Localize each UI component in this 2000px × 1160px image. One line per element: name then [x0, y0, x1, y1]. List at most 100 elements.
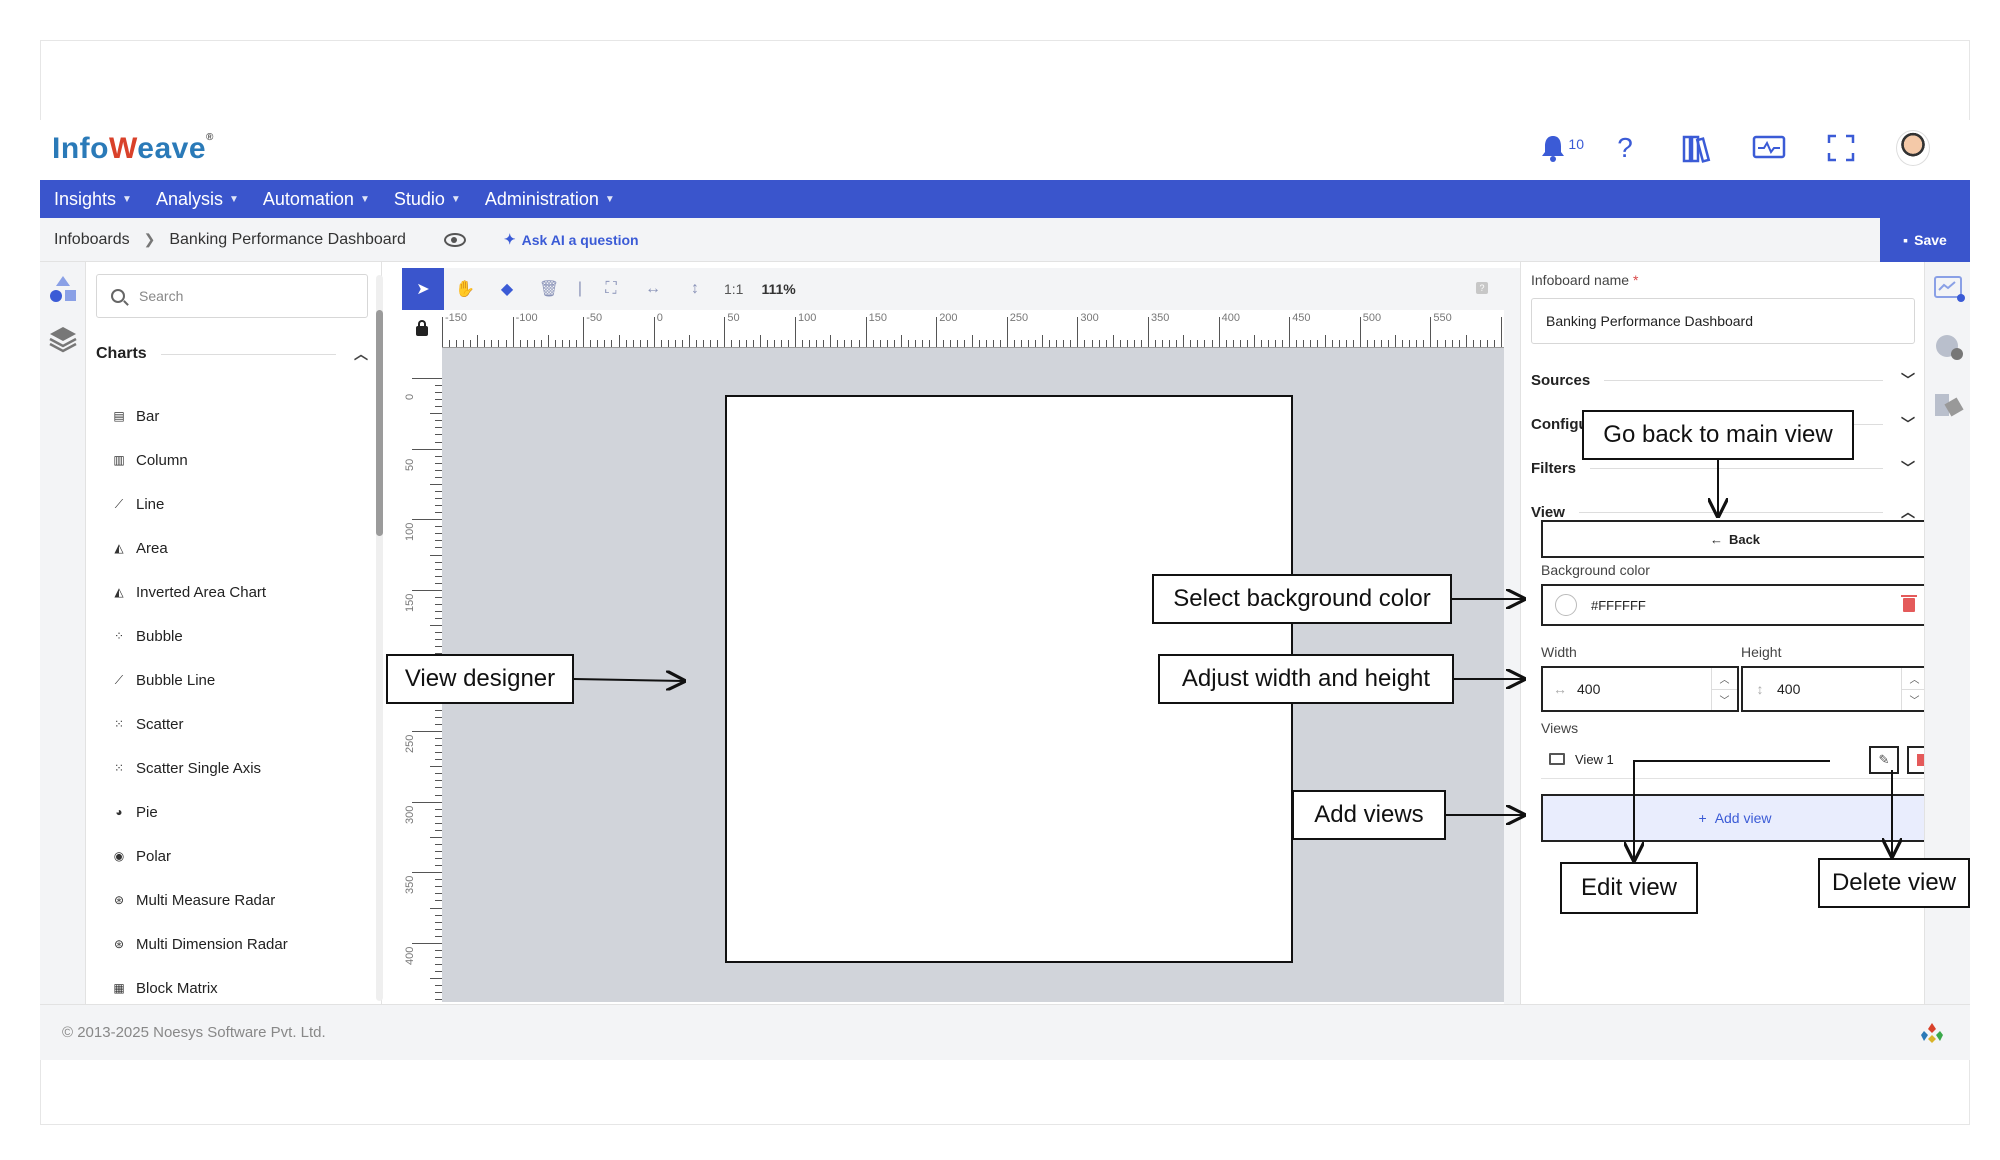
chart-type-item[interactable]: ⁘Bubble — [112, 614, 352, 658]
ruler-tick — [526, 340, 528, 347]
ruler-tick — [1331, 340, 1333, 347]
ruler-tick — [611, 340, 613, 347]
ruler-tick — [1225, 340, 1227, 347]
ruler-tick — [1112, 335, 1114, 347]
ruler-tick — [435, 639, 442, 641]
chart-type-item[interactable]: ▦Block Matrix — [112, 966, 352, 1004]
ruler-tick — [999, 340, 1001, 347]
back-button[interactable]: ← Back — [1541, 520, 1929, 558]
fullscreen-icon[interactable] — [1824, 130, 1858, 166]
clear-color-trash-icon[interactable] — [1901, 595, 1917, 612]
color-swatch[interactable] — [1555, 594, 1577, 616]
library-icon[interactable] — [1680, 130, 1714, 166]
ruler-tick — [435, 434, 442, 436]
palette-scrollbar[interactable] — [376, 310, 383, 536]
menu-analysis[interactable]: Analysis▼ — [155, 188, 239, 209]
copyright-text: © 2013-2025 Noesys Software Pvt. Ltd. — [62, 1024, 326, 1041]
infoboard-name-field[interactable]: Banking Performance Dashboard — [1531, 298, 1915, 344]
layers-icon[interactable] — [48, 324, 78, 354]
height-input[interactable]: ↕ 400 ︿﹀ — [1741, 666, 1929, 712]
shapes-icon[interactable] — [48, 274, 78, 304]
help-mini-icon[interactable]: ? — [1476, 282, 1488, 294]
height-stepper[interactable]: ︿﹀ — [1901, 668, 1927, 710]
save-button[interactable]: ▪ Save — [1880, 218, 1970, 262]
theme-brush-icon[interactable] — [1933, 390, 1964, 420]
monitor-activity-icon[interactable] — [1752, 130, 1786, 166]
pan-hand-tool[interactable]: ✋ — [455, 281, 475, 298]
ruler-label: 50 — [404, 458, 416, 471]
ruler-tick — [1155, 340, 1157, 347]
actual-size-button[interactable]: 1:1 — [724, 281, 744, 297]
column-chart-icon: ▥ — [113, 453, 125, 467]
chart-type-item[interactable]: ⟋Line — [112, 482, 352, 526]
fit-width-tool[interactable]: ↔ — [645, 280, 661, 297]
chart-type-item[interactable]: ⁙Scatter — [112, 702, 352, 746]
ruler-tick — [1310, 340, 1312, 347]
section-filters[interactable]: Filters﹀ — [1531, 459, 1915, 477]
menu-administration[interactable]: Administration▼ — [484, 188, 615, 209]
section-view[interactable]: View︿ — [1531, 503, 1915, 521]
ruler-label: 0 — [656, 312, 663, 324]
ruler-tick — [1063, 340, 1065, 347]
save-disk-icon: ▪ — [1903, 232, 1909, 248]
ruler-label: 50 — [727, 312, 740, 324]
ruler-tick — [1501, 317, 1502, 347]
preview-eye-icon[interactable] — [443, 232, 466, 247]
shapes-tool[interactable]: ◆ — [500, 281, 514, 298]
ruler-tick — [435, 526, 442, 528]
chart-type-item[interactable]: ◕Pie — [112, 790, 352, 834]
fit-height-tool[interactable]: ↕ — [691, 280, 699, 297]
ruler-tick — [412, 731, 442, 732]
notification-bell-icon[interactable]: 10 — [1536, 130, 1584, 166]
lock-icon[interactable] — [416, 320, 428, 336]
chart-type-item[interactable]: ⟋Bubble Line — [112, 658, 352, 702]
select-pointer-tool[interactable]: ➤ — [402, 268, 444, 310]
fit-screen-tool[interactable]: ⛶ — [605, 280, 617, 297]
user-avatar[interactable] — [1896, 130, 1930, 166]
ruler-tick — [430, 907, 442, 909]
chart-type-item[interactable]: ⁙Scatter Single Axis — [112, 746, 352, 790]
infoweave-logo[interactable]: InfoWeave® — [52, 132, 214, 165]
ruler-label: 450 — [1292, 312, 1311, 324]
ruler-tick — [1091, 340, 1093, 347]
ruler-tick — [442, 317, 443, 347]
width-input[interactable]: ↔ 400 ︿﹀ — [1541, 666, 1739, 712]
ruler-tick — [1105, 340, 1107, 347]
ruler-tick — [477, 335, 479, 347]
menu-automation[interactable]: Automation▼ — [262, 188, 370, 209]
callout-edit-view: Edit view — [1560, 862, 1698, 914]
chart-type-item[interactable]: ⊛Multi Dimension Radar — [112, 922, 352, 966]
view-list-item[interactable]: View 1 — [1541, 742, 1929, 776]
chart-type-item[interactable]: ⊛Multi Measure Radar — [112, 878, 352, 922]
breadcrumb-root[interactable]: Infoboards — [54, 230, 130, 248]
chart-type-item[interactable]: ◭Area — [112, 526, 352, 570]
chart-settings-icon[interactable] — [1933, 332, 1963, 362]
chart-type-item[interactable]: ▥Column — [112, 438, 352, 482]
chart-type-item[interactable]: ▤Bar — [112, 394, 352, 438]
ruler-tick — [1006, 317, 1008, 347]
add-view-button[interactable]: + Add view — [1541, 794, 1929, 842]
panel-splitter[interactable] — [1504, 268, 1520, 1004]
help-icon[interactable]: ? — [1617, 132, 1633, 163]
palette-scroll-track[interactable] — [376, 275, 383, 1001]
chart-type-item[interactable]: ◭Inverted Area Chart — [112, 570, 352, 614]
ask-ai-button[interactable]: ✦ Ask AI a question — [503, 231, 639, 248]
background-color-field[interactable]: #FFFFFF — [1541, 584, 1929, 626]
chart-type-label: Polar — [136, 847, 172, 865]
ruler-label: 400 — [1221, 312, 1240, 324]
width-stepper[interactable]: ︿﹀ — [1711, 668, 1737, 710]
ruler-label: 550 — [1433, 312, 1452, 324]
search-input[interactable]: Search — [96, 274, 368, 318]
dashboard-settings-icon[interactable] — [1933, 274, 1965, 304]
ruler-label: -50 — [586, 312, 603, 324]
edit-view-button[interactable]: ✎ — [1869, 746, 1899, 774]
menu-insights[interactable]: Insights▼ — [54, 188, 132, 209]
section-sources[interactable]: Sources﹀ — [1531, 371, 1915, 389]
chart-type-item[interactable]: ◉Polar — [112, 834, 352, 878]
ruler-tick — [430, 978, 442, 980]
ruler-tick — [900, 335, 902, 347]
delete-tool[interactable]: 🗑 — [538, 281, 560, 298]
menu-studio[interactable]: Studio▼ — [393, 188, 461, 209]
ruler-tick — [1275, 340, 1277, 347]
charts-section-header[interactable]: Charts ︿ — [96, 345, 368, 362]
